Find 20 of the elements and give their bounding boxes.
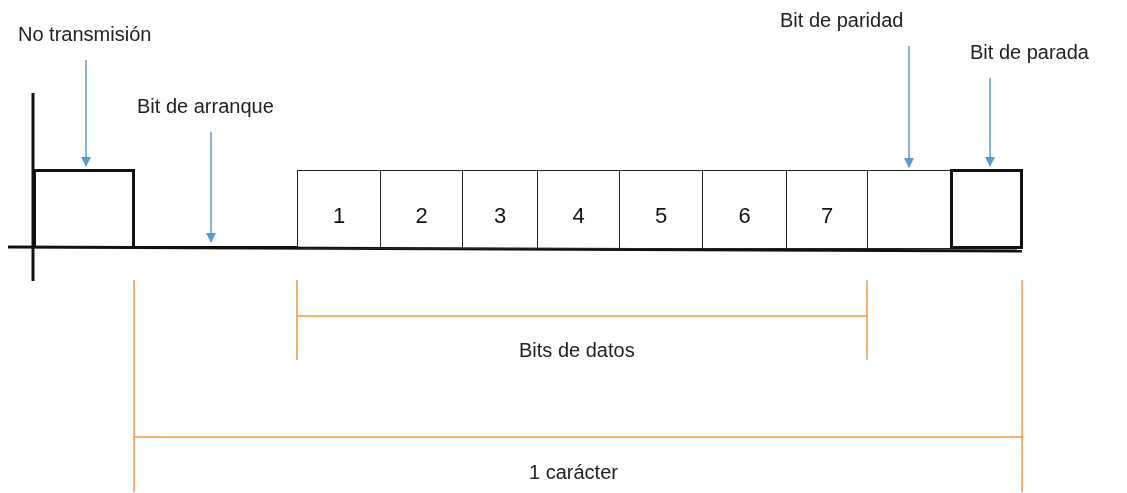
dimension-label: Bits de datos [519, 338, 635, 362]
leader-arrow [985, 77, 995, 167]
data-bit-cell: 1 [297, 170, 381, 249]
dimension-label: 1 carácter [529, 460, 618, 484]
leader-arrow [904, 45, 914, 168]
data-bit-cell: 6 [702, 170, 787, 249]
data-bit-cell: 4 [537, 170, 620, 249]
data-bit-cell: 3 [462, 170, 538, 249]
annotation-label: Bit de paridad [780, 8, 950, 34]
data-bit-cell: 2 [380, 170, 463, 249]
leader-arrow [81, 59, 91, 167]
annotation-label: Bit de arranque [137, 94, 317, 120]
data-bit-cell: 5 [619, 170, 703, 249]
parity-bit-cell [867, 170, 951, 249]
stop-bit-cell [950, 169, 1023, 249]
idle-level-segment [33, 169, 135, 248]
data-bit-cell: 7 [786, 170, 868, 249]
annotation-label: Bit de parada [970, 40, 1125, 66]
leader-arrow [206, 131, 216, 243]
annotation-label: No transmisión [18, 22, 198, 48]
